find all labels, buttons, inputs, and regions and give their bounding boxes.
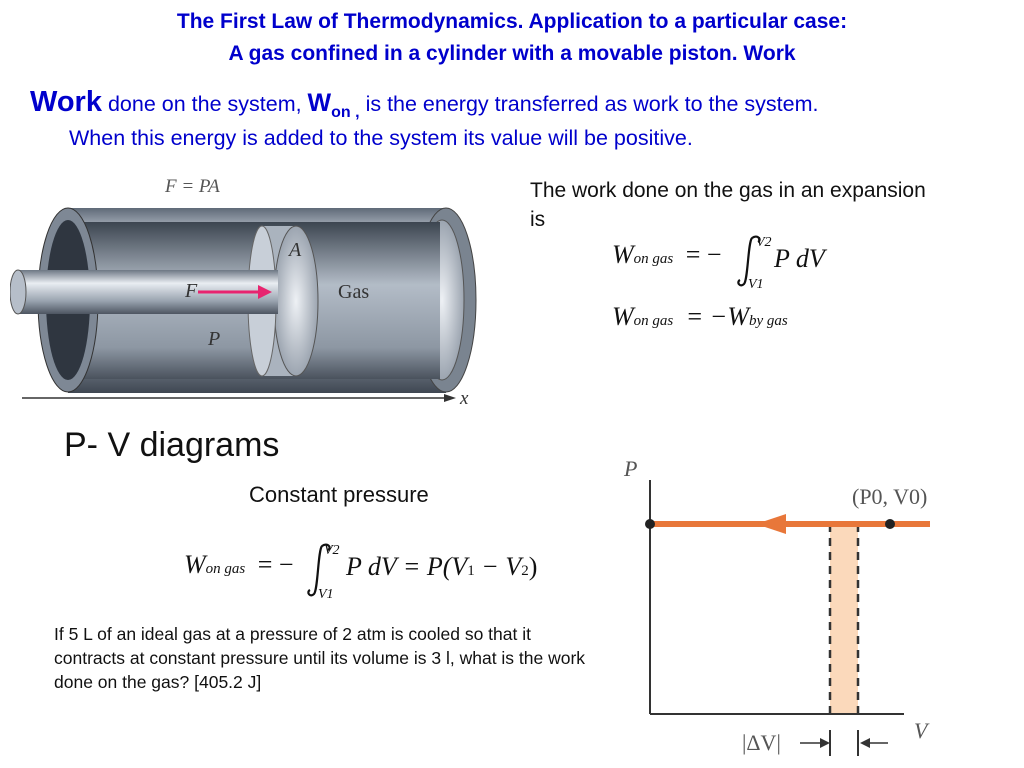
slide-title-line1: The First Law of Thermodynamics. Applica…: [176, 10, 848, 33]
work-expansion-description: The work done on the gas in an expansion…: [530, 179, 926, 231]
area-label: A: [287, 239, 302, 261]
pv-eq-sub: on gas: [205, 561, 246, 577]
intro-text1: done on the system,: [101, 92, 308, 116]
integral-sign-2: V2 V1: [307, 543, 340, 600]
cylinder-figure: F = PA A F Gas P x: [10, 176, 477, 409]
intro-text2: is the energy transferred as work to the…: [359, 92, 819, 116]
problem-text: If 5 L of an ideal gas at a pressure of …: [54, 624, 586, 692]
eq2-sub2: by gas: [749, 313, 788, 329]
initial-state-point: [885, 519, 895, 529]
pressure-label: P: [207, 328, 220, 350]
pv-heading: P- V diagrams: [64, 426, 280, 464]
pv-eq-main: P dV = P(V: [346, 552, 468, 581]
eq1-sub: on gas: [633, 251, 674, 267]
work-equation-1: Won gas = −: [612, 240, 722, 270]
eq1-upper: V2: [756, 235, 772, 250]
pv-eq-close: ): [528, 552, 538, 581]
eq2-w: W: [612, 302, 634, 331]
eq1-w: W: [612, 240, 634, 269]
p-axis-label: P: [623, 456, 637, 481]
direction-arrow-icon: [756, 514, 786, 534]
slide-title-line2: A gas confined in a cylinder with a mova…: [228, 42, 796, 65]
pv-eq-upper: V2: [324, 543, 340, 558]
pv-eq-lower: V1: [318, 587, 334, 600]
gas-label: Gas: [338, 281, 369, 303]
pv-eq-v1: 1: [467, 563, 475, 579]
pv-eq-w: W: [184, 550, 206, 579]
pv-eq-rest: = −: [257, 550, 294, 579]
eq2-sub: on gas: [633, 313, 674, 329]
delta-v-label: |ΔV|: [742, 730, 781, 755]
final-state-point: [645, 519, 655, 529]
pv-plot: P V (P0, V0) |ΔV|: [623, 456, 930, 756]
intro-symbol-sub: on ,: [331, 104, 360, 121]
intro-line2: When this energy is added to the system …: [69, 126, 693, 150]
force-equation-label: F = PA: [164, 176, 220, 197]
constant-pressure-heading: Constant pressure: [249, 482, 429, 507]
work-equation-2: Won gas = −Wby gas: [612, 302, 788, 332]
intro-work-word: Work: [30, 86, 102, 118]
intro-symbol-w: W: [307, 89, 332, 117]
pv-eq-v2: 2: [521, 563, 529, 579]
pv-eq-mid: − V: [474, 552, 522, 581]
intro-line1: Work done on the system, Won , is the en…: [30, 86, 819, 121]
eq1-lower: V1: [748, 277, 764, 290]
eq1-rest: = −: [685, 240, 722, 269]
eq2-rest: = −W: [685, 302, 750, 331]
x-axis-label: x: [459, 388, 469, 409]
force-label: F: [184, 280, 198, 302]
point-label: (P0, V0): [852, 484, 927, 509]
pv-eq-integrand: P dV = P(V1 − V2): [346, 552, 537, 582]
work-area-band: [830, 524, 858, 714]
integral-sign-1: V2 V1: [737, 235, 772, 290]
v-axis-label: V: [914, 718, 930, 743]
eq1-integrand: P dV: [774, 244, 825, 273]
constant-pressure-equation: Won gas = −: [184, 550, 294, 580]
